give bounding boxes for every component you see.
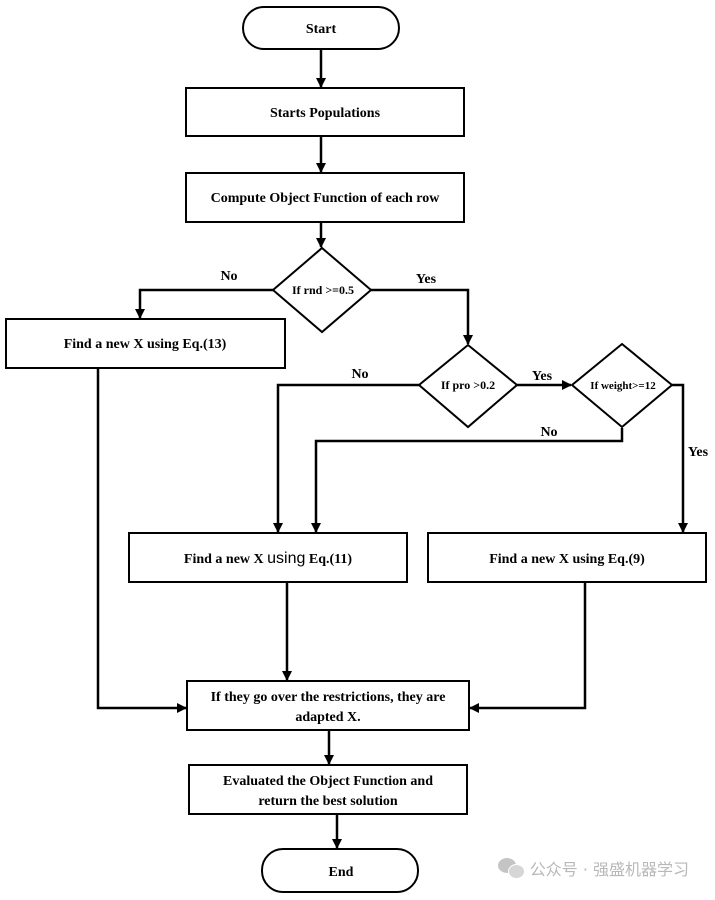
edge-label-pro-yes: Yes — [532, 369, 553, 384]
compute-box: Compute Object Function of each row — [185, 172, 465, 223]
populations-label: Starts Populations — [270, 106, 381, 121]
rnd-decision-label: If rnd >=0.5 — [292, 283, 354, 297]
populations-box: Starts Populations — [185, 87, 465, 137]
edge-label-weight-yes: Yes — [688, 445, 709, 460]
restrict-box: If they go over the restrictions, they a… — [186, 680, 470, 731]
edge-label-weight-no: No — [540, 425, 557, 440]
start-terminal: Start — [242, 6, 400, 50]
edge-rnd-yes — [371, 288, 473, 345]
eq11-label: Find a new X using Eq.(11) — [184, 550, 352, 567]
wechat-icon — [497, 858, 525, 879]
eq13-box: Find a new X using Eq.(13) — [5, 318, 286, 369]
edge-weight-yes — [672, 383, 688, 533]
eq13-label: Find a new X using Eq.(13) — [64, 337, 227, 352]
edge-rnd-no — [135, 288, 273, 319]
edge-labels: No Yes No Yes No Yes — [220, 269, 708, 460]
eq9-label: Find a new X using Eq.(9) — [489, 552, 645, 567]
rnd-decision: If rnd >=0.5 — [271, 246, 373, 334]
eq11-prefix: Find a new X — [184, 552, 267, 567]
restrict-label-line1: If they go over the restrictions, they a… — [211, 690, 446, 705]
edge-label-pro-no: No — [351, 367, 368, 382]
end-terminal: End — [261, 848, 419, 893]
start-label: Start — [306, 22, 337, 37]
eq11-suffix: Eq.(11) — [305, 552, 352, 567]
edges — [96, 50, 688, 849]
pro-decision: If pro >0.2 — [417, 343, 519, 429]
restrict-label-line2: adapted X. — [295, 710, 360, 725]
edge-eq13-restrict — [96, 369, 187, 713]
eq9-box: Find a new X using Eq.(9) — [427, 532, 707, 583]
compute-label: Compute Object Function of each row — [211, 191, 441, 206]
watermark: 公众号 · 强盛机器学习 — [497, 856, 689, 880]
weight-decision-label: If weight>=12 — [590, 380, 656, 392]
eq11-box: Find a new X using Eq.(11) — [128, 532, 408, 583]
evaluate-label-line2: return the best solution — [258, 794, 398, 809]
edge-label-rnd-no: No — [220, 269, 237, 284]
edge-pro-no — [273, 383, 419, 533]
evaluate-box: Evaluated the Object Function and return… — [188, 764, 468, 815]
evaluate-label-line1: Evaluated the Object Function and — [223, 774, 433, 789]
pro-decision-label: If pro >0.2 — [441, 378, 495, 392]
watermark-text: 公众号 · 强盛机器学习 — [529, 860, 689, 879]
eq11-using: using — [267, 550, 305, 567]
weight-decision: If weight>=12 — [570, 342, 674, 429]
end-label: End — [329, 865, 354, 880]
edge-weight-no — [311, 428, 624, 533]
edge-eq9-restrict — [469, 582, 587, 713]
edge-label-rnd-yes: Yes — [416, 272, 437, 287]
